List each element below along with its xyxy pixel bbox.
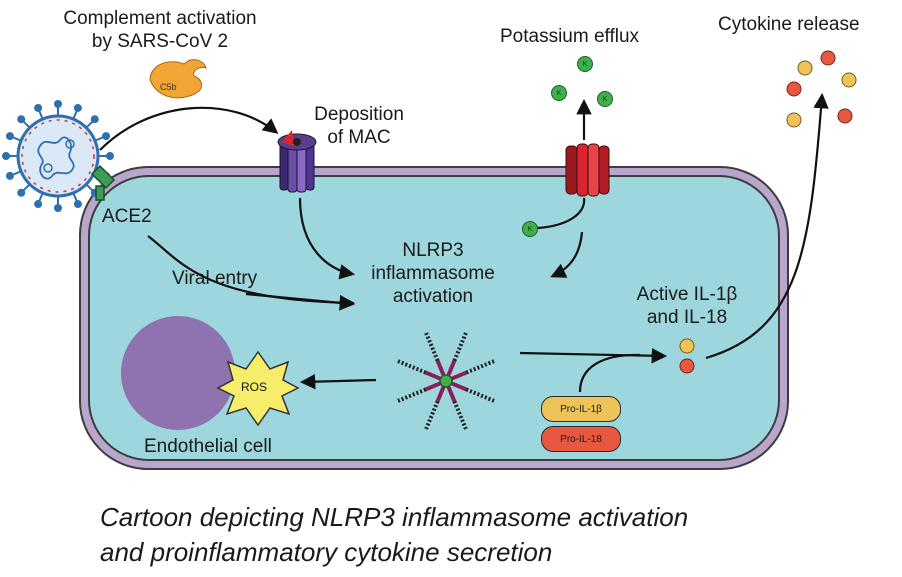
virus-spike-tip: [73, 103, 82, 112]
potassium-ion-icon: K: [522, 221, 538, 237]
inflammasome-spoke-outer: [465, 387, 497, 404]
arrow-viral-entry: [245, 292, 356, 311]
endothelial-cell-label: Endothelial cell: [144, 436, 272, 457]
nlrp3-text: NLRP3 inflammasome activation: [371, 240, 495, 307]
released-cytokines: [786, 50, 857, 128]
virus-spike-tip: [5, 132, 14, 141]
virus-spike-tip: [54, 204, 62, 212]
inflammasome-spoke-inner: [424, 370, 442, 381]
potassium-channel-icon: [565, 143, 610, 197]
ros-label: ROS: [241, 380, 268, 394]
cytokine-release-label: Cytokine release: [718, 14, 860, 35]
virus-spike-tip: [5, 171, 14, 180]
inflammasome-spoke-outer: [423, 400, 440, 432]
arrow-cytokine-release: [705, 92, 829, 360]
arrow-proil-to-active: [578, 353, 641, 393]
arrow-mac-to-nlrp3: [298, 197, 356, 280]
pro-il-1b-pill: Pro-IL-1β: [541, 396, 621, 422]
potassium-efflux-label: Potassium efflux: [500, 26, 640, 47]
mac-pore-icon: [277, 130, 317, 193]
deposition-text: Deposition of MAC: [314, 104, 404, 148]
arrow-complement-to-mac: [99, 106, 279, 151]
virus-spike-tip: [17, 188, 26, 197]
k-text: K: [602, 95, 608, 103]
inflammasome-spoke-inner: [446, 359, 457, 377]
virus-spike-tip: [34, 103, 43, 112]
virus-spike-tip: [102, 132, 111, 141]
inflammasome-spoke-inner: [435, 385, 446, 403]
virus-spike-tip: [34, 200, 43, 209]
potassium-ion-icon: K: [597, 91, 613, 107]
k-text: K: [556, 89, 562, 97]
sars-cov2-virus-icon: [2, 100, 114, 212]
arrow-k-to-nlrp3: [550, 231, 584, 278]
arrow-inflammasome-to-il: [519, 348, 668, 364]
ace2-receptor-icon: [90, 164, 116, 201]
caption-text: Cartoon depicting NLRP3 inflammasome act…: [100, 502, 689, 568]
arrow-inflammasome-to-ros: [299, 373, 377, 390]
inflammasome-spoke-inner: [450, 370, 468, 381]
active-il-dots: [679, 338, 695, 374]
potassium-ion-icon: K: [577, 56, 593, 72]
ace2-label: ACE2: [102, 206, 152, 227]
nucleus: [121, 316, 235, 430]
inflammasome-spoke-outer: [465, 358, 497, 375]
figure-caption: Cartoon depicting NLRP3 inflammasome act…: [100, 500, 688, 570]
active-il-label: Active IL-1β and IL-18: [612, 284, 762, 330]
k-text: K: [527, 225, 533, 233]
inflammasome-spoke-outer: [395, 387, 427, 404]
inflammasome-spoke-inner: [424, 381, 442, 392]
arrows: [99, 92, 829, 393]
inflammasome-spoke-outer: [452, 330, 469, 362]
inflammasome-spoke-inner: [435, 359, 446, 377]
k-text: K: [582, 60, 588, 68]
ros-star: [216, 350, 300, 427]
virus-spike-tip: [106, 152, 114, 160]
pro-il-18-pill: Pro-IL-18: [541, 426, 621, 452]
complement-text: Complement activation by SARS-CoV 2: [63, 8, 257, 52]
inflammasome-spoke-outer: [452, 400, 469, 432]
nlrp3-label: NLRP3 inflammasome activation: [358, 240, 508, 308]
inflammasome-spoke-outer: [395, 358, 427, 375]
inflammasome-spoke-outer: [423, 330, 440, 362]
potassium-ion-icon: K: [551, 85, 567, 101]
virus-spike-tip: [17, 115, 26, 124]
c5b-icon: [149, 59, 207, 99]
c5b-label: C5b: [160, 82, 177, 92]
arrow-k-inward: [536, 197, 586, 230]
nlrp3-inflammasome-icon: [395, 330, 497, 432]
inflammasome-core: [439, 374, 453, 388]
inflammasome-spoke-inner: [446, 385, 457, 403]
virus-spike-tip: [73, 200, 82, 209]
complement-activation-label: Complement activation by SARS-CoV 2: [40, 8, 280, 54]
active-il-text: Active IL-1β and IL-18: [636, 284, 738, 328]
virus-spike-tip: [54, 100, 62, 108]
viral-entry-label: Viral entry: [172, 268, 258, 289]
virus-spike-tip: [2, 152, 10, 160]
inflammasome-spoke-inner: [450, 381, 468, 392]
deposition-mac-label: Deposition of MAC: [304, 104, 414, 150]
pro-il-1b-text: Pro-IL-1β: [560, 403, 602, 415]
pro-il-18-text: Pro-IL-18: [560, 433, 602, 445]
virus-spike-tip: [90, 115, 99, 124]
